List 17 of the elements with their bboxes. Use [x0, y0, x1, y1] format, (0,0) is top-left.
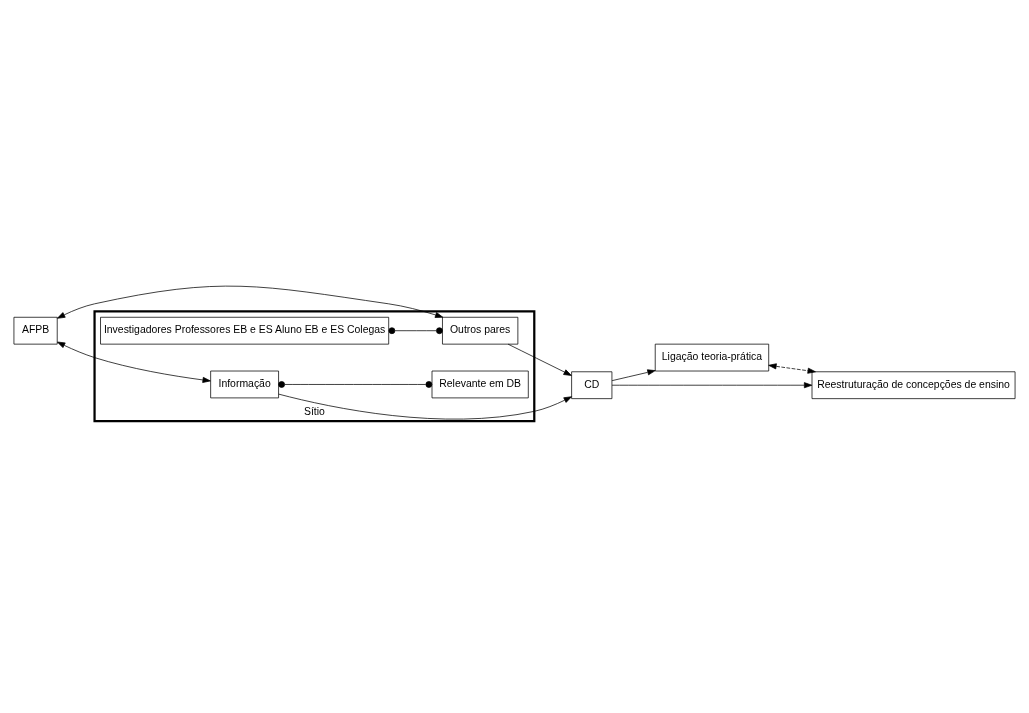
- node-box: CD: [571, 371, 613, 399]
- arrow: [507, 343, 572, 376]
- connector: [278, 381, 433, 388]
- arrow: [611, 369, 656, 381]
- node-box: AFPB: [13, 316, 58, 345]
- node-box: Reestruturação de concepções de ensino: [811, 371, 1016, 399]
- node-box: Relevante em DB: [431, 370, 529, 399]
- arrow: [57, 285, 444, 319]
- arrow: [57, 341, 211, 383]
- node-box: Ligação teoria-prática: [654, 343, 770, 372]
- node-box: Investigadores Professores EB e ES Aluno EB e ES Colegas: [100, 316, 390, 345]
- arrow: [768, 363, 816, 374]
- node-box: Informação: [210, 370, 279, 399]
- arrow: [278, 393, 572, 420]
- arrow: [611, 382, 813, 389]
- node-box: Outros pares: [442, 316, 519, 345]
- connector: [388, 327, 443, 335]
